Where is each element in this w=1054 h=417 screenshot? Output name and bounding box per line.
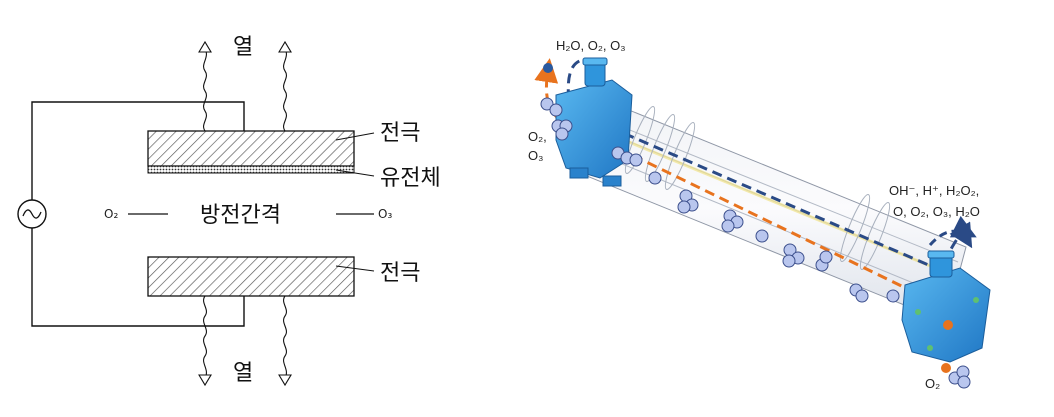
heat-label-top: 열	[233, 35, 253, 60]
heat-label-bottom: 열	[233, 361, 253, 386]
heat-arrow-icon	[198, 295, 292, 387]
electrode-label-top: 전극	[380, 121, 420, 146]
dbd-schematic: 열 열 전극 유전체 전극 방전간격 O₂ O₃	[17, 35, 441, 387]
circuit-wire	[31, 101, 245, 327]
outlet-dot	[543, 63, 553, 73]
reactor-illustration: H₂O, O₂, O₃ O₂, O₃ OH⁻, H⁺, H₂O₂, O, O₂,…	[528, 38, 991, 391]
products-label-1: OH⁻, H⁺, H₂O₂,	[889, 183, 979, 198]
discharge-gap-label: 방전간격	[200, 203, 281, 228]
gas-bubbles	[540, 97, 971, 389]
side-label-o2: O₂,	[528, 129, 547, 144]
bottom-electrode	[147, 256, 355, 297]
top-electrode	[147, 130, 355, 167]
label-leader	[335, 132, 375, 272]
outlet-arrow	[928, 221, 973, 249]
heat-arrow-icon	[198, 40, 292, 132]
top-outlet-label: H₂O, O₂, O₃	[556, 38, 626, 53]
electrode-label-bottom: 전극	[380, 261, 420, 286]
output-gas-label: O₃	[378, 207, 392, 221]
side-label-o3: O₃	[528, 148, 543, 163]
products-label-2: O, O₂, O₃, H₂O	[893, 204, 980, 219]
right-end-cap	[901, 250, 991, 363]
input-gas-label: O₂	[104, 207, 118, 221]
dielectric-label: 유전체	[380, 166, 441, 191]
bottom-inlet-label: O₂	[925, 376, 940, 391]
inlet-dot	[941, 363, 951, 373]
dielectric-layer	[147, 165, 355, 174]
ac-source-icon	[17, 199, 47, 229]
